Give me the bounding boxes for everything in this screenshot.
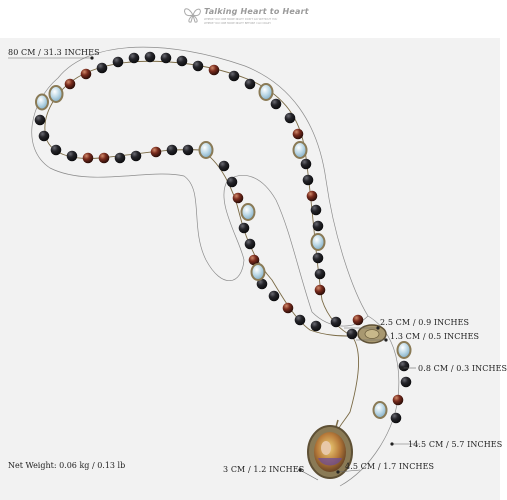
- necklace-outline: [31, 46, 369, 327]
- pendant-width-label: 3 CM / 1.2 INCHES: [223, 465, 305, 474]
- brand-tagline-2: WHERE YOU ONE MORE NIGHT BEFORE I GO CRA…: [204, 22, 272, 25]
- brand-logo: Talking Heart to Heart WHERE YOU ONE MOR…: [182, 4, 332, 34]
- brand-tagline-1: WHERE YOU ONE MORE NIGHT DON'T GO WITHOU…: [204, 18, 278, 21]
- net-weight-label: Net Weight: 0.06 kg / 0.13 lb: [8, 461, 126, 470]
- crystal-medallions: [35, 83, 412, 419]
- measurement-lines: [8, 57, 420, 481]
- measurement-points: [90, 56, 404, 474]
- bead-size-label: 0.8 CM / 0.3 INCHES: [418, 364, 507, 373]
- pendant-height-label: 4.5 CM / 1.7 INCHES: [345, 462, 435, 471]
- black-beads: [34, 51, 412, 424]
- center-medal: [357, 324, 387, 344]
- pendant-medallion: [307, 419, 353, 479]
- drop-length-label: 14.5 CM / 5.7 INCHES: [408, 440, 503, 449]
- red-beads: [64, 64, 404, 406]
- brand-name: Talking Heart to Heart: [204, 7, 309, 16]
- brand-banner: Talking Heart to Heart WHERE YOU ONE MOR…: [0, 0, 500, 38]
- total-length-label: 80 CM / 31.3 INCHES: [8, 48, 100, 57]
- product-photo-area: [0, 38, 500, 500]
- connector-width-label: 1.3 CM / 0.5 INCHES: [390, 332, 480, 341]
- butterfly-icon: [184, 8, 201, 23]
- centerpiece-width-label: 2.5 CM / 0.9 INCHES: [380, 318, 470, 327]
